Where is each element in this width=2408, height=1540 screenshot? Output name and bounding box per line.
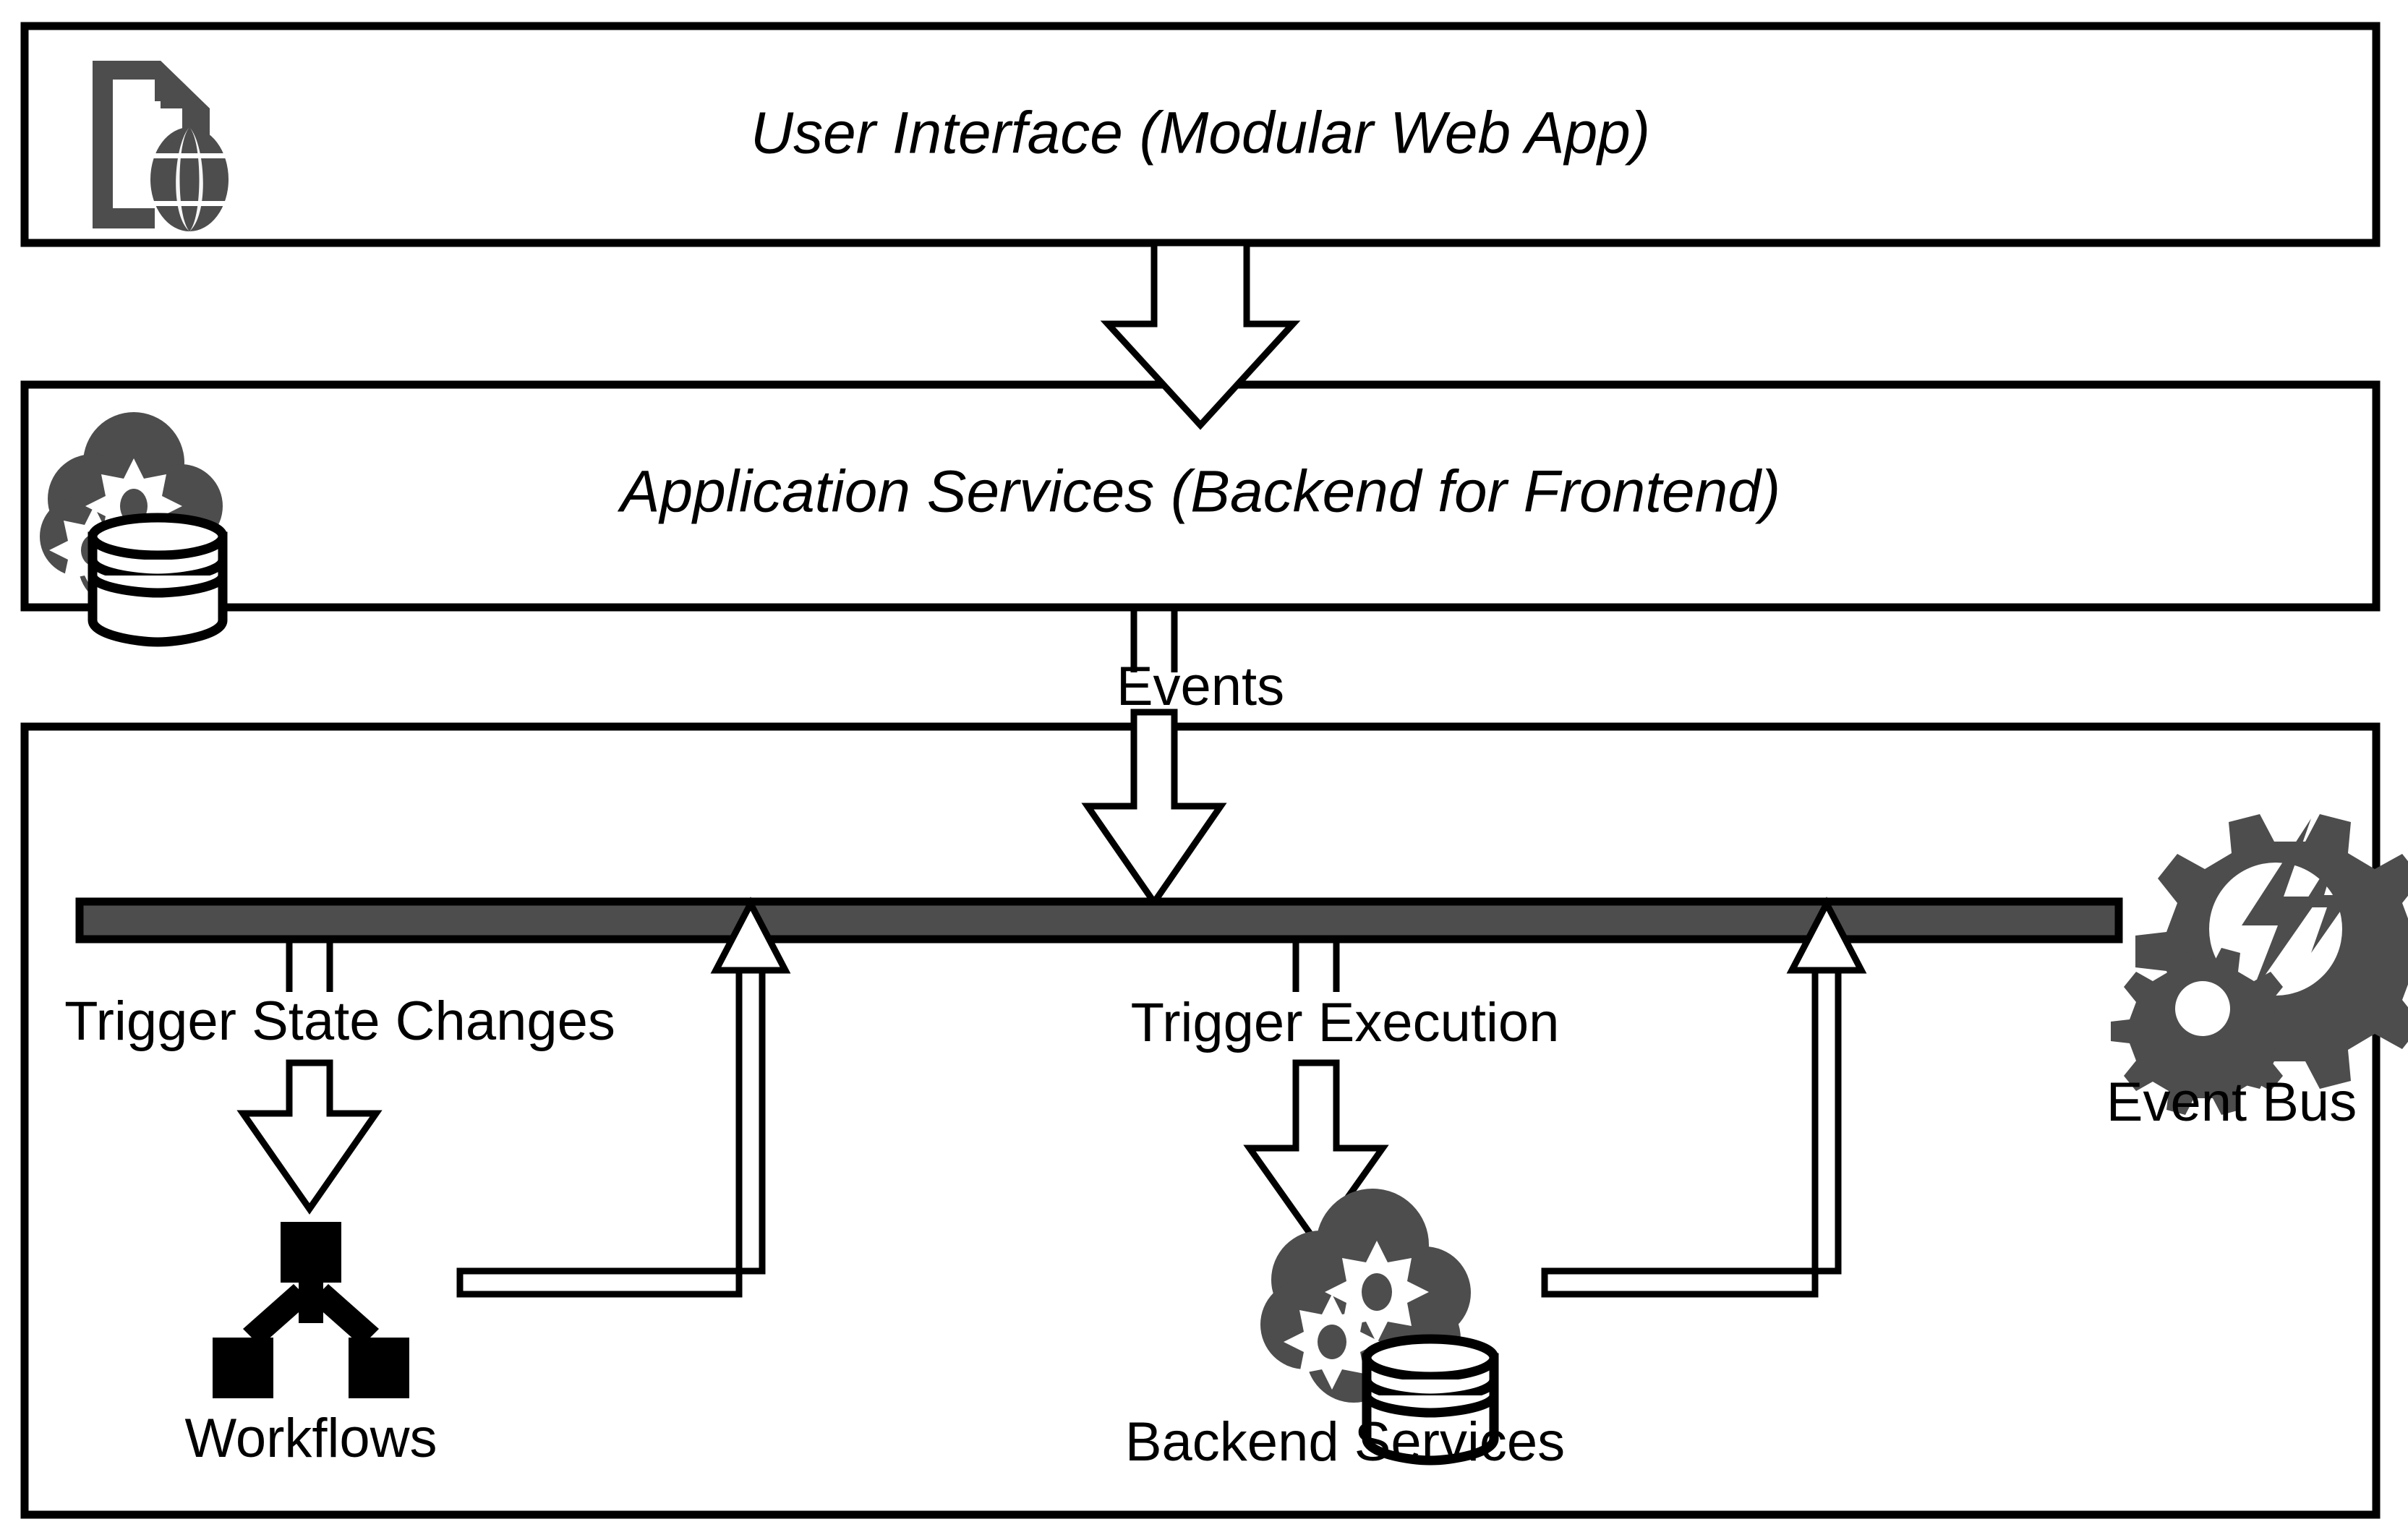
- ui-layer-title: User Interface (Modular Web App): [751, 100, 1650, 166]
- gear-lightning-icon: [2111, 814, 2408, 1115]
- web-document-icon: [93, 61, 229, 231]
- events-label: Events: [1117, 656, 1284, 717]
- trigger-execution-label: Trigger Execution: [1131, 992, 1560, 1053]
- trigger-state-changes-label: Trigger State Changes: [64, 991, 615, 1052]
- ui-layer-box: [20, 22, 2381, 247]
- arrow-workflows-to-bus: [456, 897, 791, 1298]
- event-bus-bar: [75, 897, 2123, 944]
- arrow-ui-to-app-services-overlay: [1100, 239, 1301, 430]
- database-icon: [1362, 1334, 1499, 1466]
- cloud-gears-database-icon-backend-services: [1260, 1189, 1499, 1466]
- arrow-trigger-state-changes: [236, 1059, 383, 1215]
- cloud-gears-database-icon-app-services: [40, 412, 228, 647]
- backend-services-label: Backend Services: [1125, 1411, 1565, 1473]
- arrow-events-head: [1081, 709, 1227, 908]
- database-icon: [87, 513, 228, 647]
- arrow-backend-services-to-bus: [1541, 897, 1867, 1298]
- workflow-tree-icon: [213, 1222, 409, 1398]
- workflows-label: Workflows: [184, 1408, 437, 1469]
- app-services-layer-title: Application Services (Backend for Fronte…: [617, 459, 1780, 525]
- event-layer-box: [20, 722, 2381, 1519]
- gear-icon-lower: [1284, 1294, 1380, 1390]
- event-bus-label: Event Bus: [2106, 1071, 2357, 1133]
- globe-icon: [150, 127, 229, 231]
